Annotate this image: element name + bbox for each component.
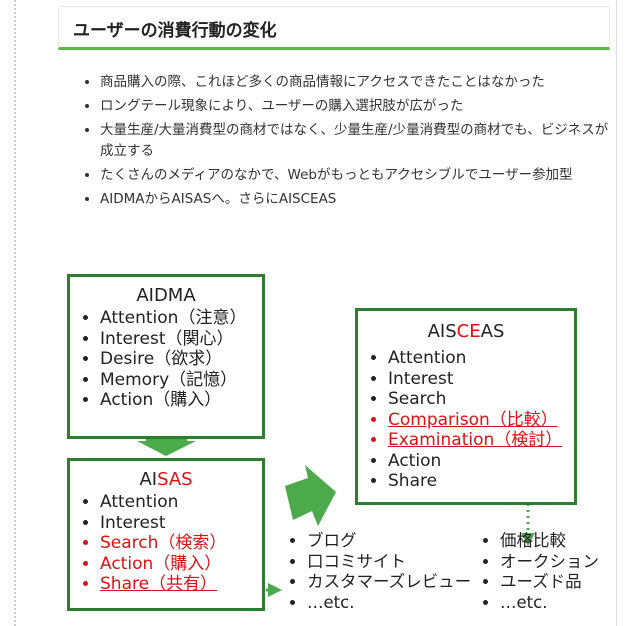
- list-item: 商品購入の際、これほど多くの商品情報にアクセスできたことはなかった: [100, 72, 615, 93]
- section-title: ユーザーの消費行動の変化: [73, 21, 277, 41]
- comparison-list: 価格比較 オークション ユーズド品 …etc.: [480, 531, 599, 613]
- list-item: …etc.: [307, 593, 471, 614]
- aisceas-item: Share: [388, 471, 574, 492]
- points-list: 商品購入の際、これほど多くの商品情報にアクセスできたことはなかった ロングテール…: [82, 72, 615, 213]
- aisas-box: AISAS Attention Interest Search（検索） Acti…: [67, 458, 265, 611]
- title-part-highlight: SAS: [157, 469, 193, 490]
- list-item: ユーズド品: [500, 572, 599, 593]
- aisas-item: Search（検索）: [100, 533, 262, 554]
- right-arrow-icon: [285, 465, 336, 526]
- list-item: 大量生産/大量消費型の商材ではなく、少量生産/少量消費型の商材でも、ビジネスが成…: [100, 120, 615, 162]
- list-item: AIDMAからAISASへ。さらにAISCEAS: [100, 189, 615, 210]
- compare-arrowhead-icon: [521, 533, 535, 546]
- page-right-border: [616, 0, 617, 626]
- title-part-highlight: CE: [456, 321, 481, 342]
- aidma-item: Attention（注意）: [100, 308, 262, 329]
- list-item: 口コミサイト: [307, 552, 471, 573]
- share-media-list: ブログ 口コミサイト カスタマーズレビュー …etc.: [287, 531, 471, 613]
- list-item: …etc.: [500, 593, 599, 614]
- aisceas-item: Action: [388, 451, 574, 472]
- aidma-item: Memory（記憶）: [100, 370, 262, 391]
- aisceas-item-link[interactable]: Comparison（比較）: [388, 410, 574, 431]
- section-heading: ユーザーの消費行動の変化: [58, 6, 610, 50]
- aidma-item: Interest（関心）: [100, 329, 262, 350]
- page-left-border: [14, 0, 20, 626]
- list-item: たくさんのメディアのなかで、Webがもっともアクセシブルでユーザー参加型: [100, 165, 615, 186]
- aidma-item: Action（購入）: [100, 390, 262, 411]
- aidma-title: AIDMA: [136, 285, 196, 306]
- list-item: ブログ: [307, 531, 471, 552]
- aisas-item: Attention: [100, 492, 262, 513]
- aisceas-item-link[interactable]: Examination（検討）: [388, 430, 574, 451]
- aisceas-item: Search: [388, 389, 574, 410]
- aisceas-item: Attention: [388, 348, 574, 369]
- list-item: 価格比較: [500, 531, 599, 552]
- list-item: オークション: [500, 552, 599, 573]
- share-arrowhead-icon: [268, 583, 282, 597]
- list-item: ロングテール現象により、ユーザーの購入選択肢が広がった: [100, 96, 615, 117]
- list-item: カスタマーズレビュー: [307, 572, 471, 593]
- title-part: AS: [480, 321, 505, 342]
- aidma-item: Desire（欲求）: [100, 349, 262, 370]
- aisas-item: Action（購入）: [100, 554, 262, 575]
- aisas-title: AISAS: [70, 469, 262, 490]
- title-part: AIS: [427, 321, 457, 342]
- aisas-item-link[interactable]: Share（共有）: [100, 574, 262, 595]
- title-part: AI: [139, 469, 158, 490]
- aisceas-title: AISCEAS: [358, 321, 574, 342]
- aisceas-item: Interest: [388, 369, 574, 390]
- aisceas-box: AISCEAS Attention Interest Search Compar…: [355, 308, 577, 505]
- aidma-box: AIDMA Attention（注意） Interest（関心） Desire（…: [67, 274, 265, 439]
- aisas-item: Interest: [100, 513, 262, 534]
